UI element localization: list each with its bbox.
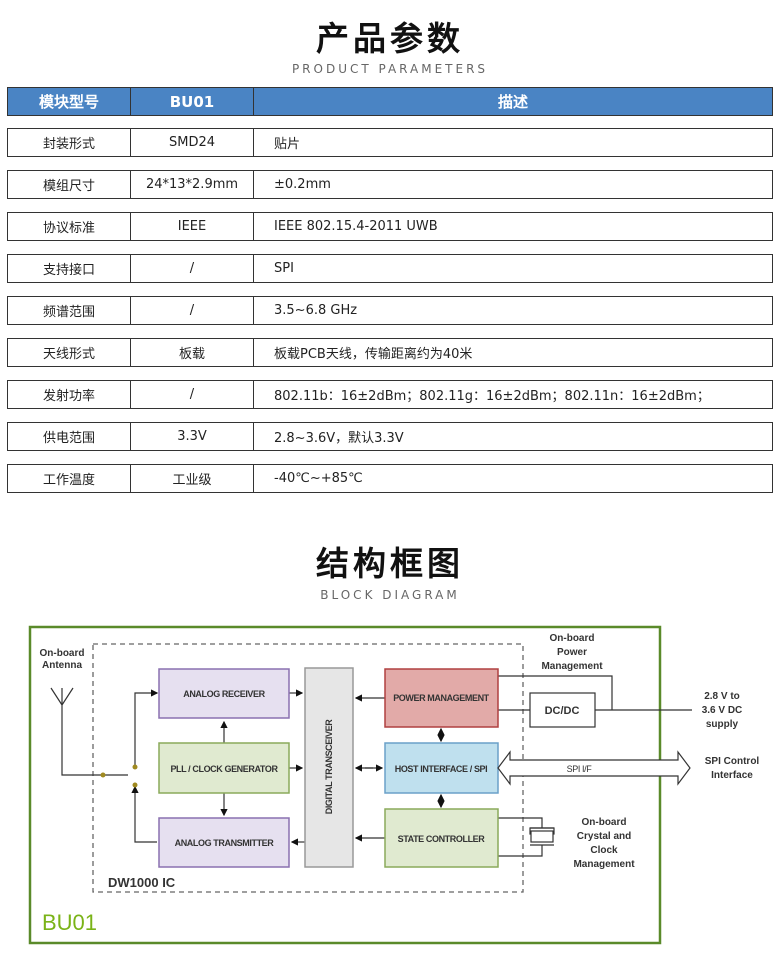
crystal-label: Crystal and xyxy=(577,831,631,842)
table-cell: 802.11b：16±2dBm；802.11g：16±2dBm；802.11n：… xyxy=(274,389,710,404)
supply-label: 2.8 V to xyxy=(704,691,740,702)
analog-receiver-block xyxy=(158,668,290,719)
table-cell: 3.3V xyxy=(131,423,254,450)
table-cell: / xyxy=(131,297,254,324)
spi-control-label: SPI Control xyxy=(705,756,760,767)
dcdc-label: DC/DC xyxy=(545,705,580,717)
section-title-parameters: 产品参数 xyxy=(316,19,464,58)
table-cell: IEEE 802.15.4-2011 UWB xyxy=(274,219,438,234)
header-cell: 描述 xyxy=(497,93,528,111)
table-row: 支持接口/ SPI xyxy=(7,254,773,283)
table-row: 频谱范围/ 3.5~6.8 GHz xyxy=(7,296,773,325)
table-row: 发射功率/ 802.11b：16±2dBm；802.11g：16±2dBm；802… xyxy=(7,380,773,409)
table-cell: 板载PCB天线，传输距离约为40米 xyxy=(274,347,473,362)
header-cell: 模块型号 xyxy=(8,88,131,115)
analog-transmitter-label: ANALOG TRANSMITTER xyxy=(175,838,275,848)
table-cell: 板载 xyxy=(131,339,254,366)
table-row: 工作温度工业级 -40℃~+85℃ xyxy=(7,464,773,493)
pll-label: PLL / CLOCK GENERATOR xyxy=(170,764,278,774)
table-cell: 封装形式 xyxy=(8,129,131,156)
section-subtitle-parameters: PRODUCT PARAMETERS xyxy=(291,62,489,76)
crystal-label: Clock xyxy=(590,845,618,856)
power-note: Management xyxy=(541,661,603,672)
state-controller-block xyxy=(384,808,499,868)
header-cell: BU01 xyxy=(131,88,254,115)
crystal-label: Management xyxy=(573,859,635,870)
antenna-label: On-board xyxy=(40,648,85,659)
table-cell: -40℃~+85℃ xyxy=(274,471,363,486)
table-cell: ±0.2mm xyxy=(274,177,331,192)
spi-bus-arrow xyxy=(497,750,691,786)
crystal-label: On-board xyxy=(582,817,627,828)
power-note: On-board xyxy=(550,633,595,644)
crystal-icon xyxy=(530,830,554,843)
table-cell: 工业级 xyxy=(131,465,254,492)
table-cell: 供电范围 xyxy=(8,423,131,450)
table-cell: 频谱范围 xyxy=(8,297,131,324)
table-cell: / xyxy=(131,381,254,408)
section-subtitle-diagram: BLOCK DIAGRAM xyxy=(320,588,460,602)
table-cell: 支持接口 xyxy=(8,255,131,282)
dcdc-block xyxy=(529,692,596,728)
table-cell: 模组尺寸 xyxy=(8,171,131,198)
table-cell: 24*13*2.9mm xyxy=(131,171,254,198)
spi-if-label: SPI I/F xyxy=(567,764,593,774)
supply-label: 3.6 V DC xyxy=(702,705,743,716)
power-management-label: POWER MANAGEMENT xyxy=(393,693,489,703)
supply-label: supply xyxy=(706,719,739,730)
analog-transmitter-block xyxy=(158,817,290,868)
antenna-label: Antenna xyxy=(42,660,82,671)
table-cell: SPI xyxy=(274,261,294,276)
table-cell: 3.5~6.8 GHz xyxy=(274,303,358,318)
module-label: BU01 xyxy=(42,910,97,935)
digital-transceiver-block xyxy=(304,667,354,868)
antenna-icon xyxy=(50,687,128,776)
power-note: Power xyxy=(557,647,587,658)
digital-transceiver-label: DIGITAL TRANSCEIVER xyxy=(324,719,334,814)
spi-control-label: Interface xyxy=(711,770,753,781)
table-cell: 工作温度 xyxy=(8,465,131,492)
table-header: 模块型号 BU01 描述 xyxy=(7,87,773,116)
ic-label: DW1000 IC xyxy=(108,875,176,890)
pll-block xyxy=(158,742,290,794)
power-management-block xyxy=(384,668,499,728)
table-cell: 贴片 xyxy=(274,137,301,152)
table-cell: 协议标准 xyxy=(8,213,131,240)
table-row: 天线形式板载 板载PCB天线，传输距离约为40米 xyxy=(7,338,773,367)
host-interface-label: HOST INTERFACE / SPI xyxy=(395,764,488,774)
table-cell: 天线形式 xyxy=(8,339,131,366)
table-cell: 2.8~3.6V，默认3.3V xyxy=(274,431,404,446)
table-cell: SMD24 xyxy=(131,129,254,156)
table-cell: / xyxy=(131,255,254,282)
analog-receiver-label: ANALOG RECEIVER xyxy=(183,689,265,699)
table-cell: IEEE xyxy=(131,213,254,240)
state-controller-label: STATE CONTROLLER xyxy=(398,834,486,844)
section-title-diagram: 结构框图 xyxy=(316,544,464,583)
table-cell: 发射功率 xyxy=(8,381,131,408)
